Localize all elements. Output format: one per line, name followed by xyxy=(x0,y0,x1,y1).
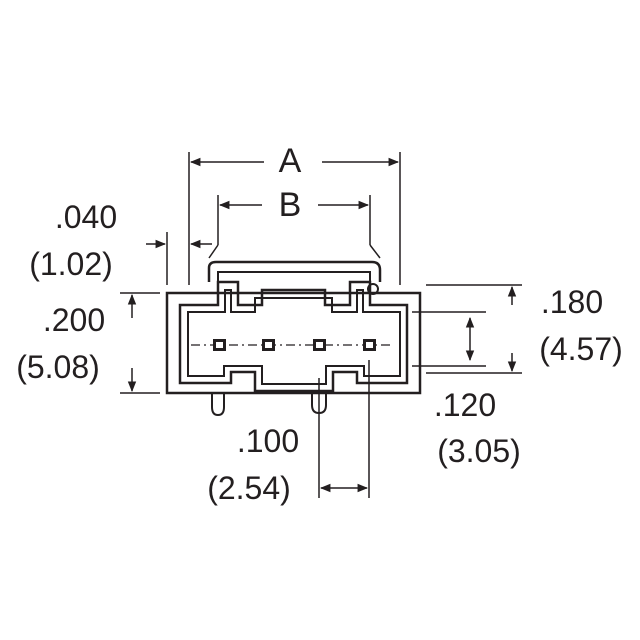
mounting-post-left xyxy=(211,393,225,417)
dimension-120-inch: .120 xyxy=(434,387,496,423)
latch-detent xyxy=(367,283,379,295)
dimension-100: .100 (2.54) xyxy=(207,360,370,506)
dimension-b-label: B xyxy=(279,186,302,224)
housing-inner-cavity xyxy=(187,289,401,385)
dimension-120: .120 (3.05) xyxy=(412,311,521,469)
dimension-180-mm: (4.57) xyxy=(539,331,623,367)
pin-2 xyxy=(262,339,275,351)
latch-outline xyxy=(207,260,382,282)
dimension-180-inch: .180 xyxy=(541,284,603,320)
dimension-200: .200 (5.08) xyxy=(16,292,160,394)
housing-inner-wall xyxy=(178,280,409,393)
dimension-040-inch: .040 xyxy=(55,199,117,235)
pin-1 xyxy=(213,339,226,351)
dimension-a-label: A xyxy=(279,142,302,180)
dimension-040-mm: (1.02) xyxy=(29,246,113,282)
housing-outline xyxy=(165,291,422,395)
latch-inner xyxy=(217,271,371,282)
dimension-200-mm: (5.08) xyxy=(16,349,100,385)
connector-body xyxy=(165,260,422,417)
dimension-200-inch: .200 xyxy=(43,302,105,338)
dimension-040: .040 (1.02) xyxy=(29,199,212,285)
dimension-100-mm: (2.54) xyxy=(207,470,291,506)
dimension-a: A xyxy=(188,142,401,285)
dimension-120-mm: (3.05) xyxy=(437,433,521,469)
pin-3 xyxy=(313,339,326,351)
dimension-b: B xyxy=(208,186,381,259)
dimension-180: .180 (4.57) xyxy=(426,284,623,374)
pin-4 xyxy=(363,339,376,351)
dimension-100-inch: .100 xyxy=(237,423,299,459)
